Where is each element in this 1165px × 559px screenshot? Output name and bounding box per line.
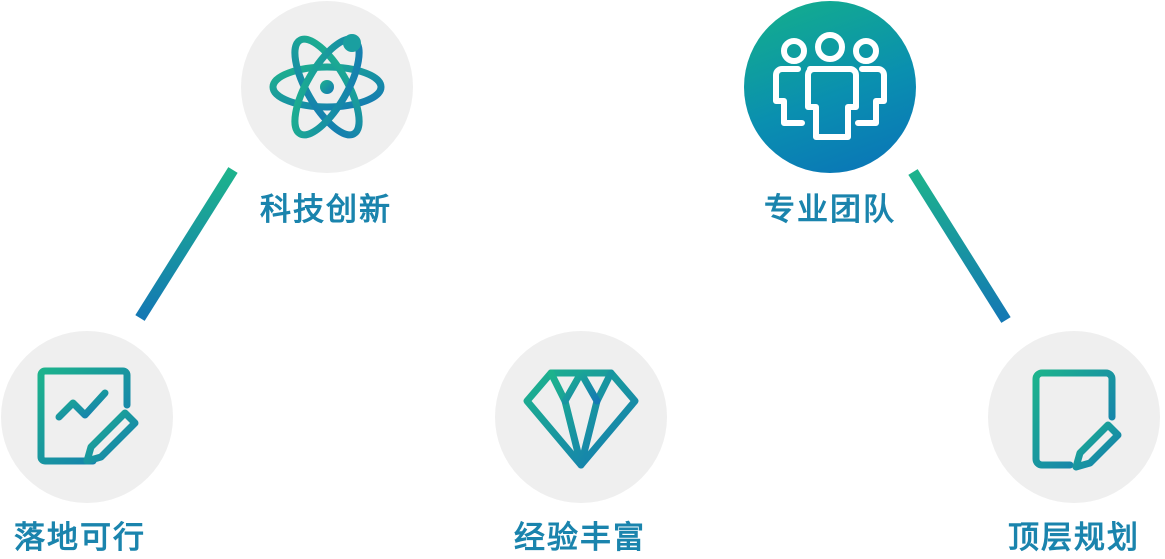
node-practical-circle bbox=[1, 331, 173, 503]
node-tech-circle bbox=[241, 1, 413, 173]
node-practical-label: 落地可行 bbox=[14, 520, 146, 556]
node-team-circle bbox=[744, 1, 916, 173]
team-icon bbox=[773, 32, 887, 140]
node-planning-label: 顶层规划 bbox=[1008, 520, 1140, 556]
document-edit-icon bbox=[1032, 369, 1122, 471]
connector-tech-practical bbox=[135, 167, 238, 321]
node-tech-label: 科技创新 bbox=[260, 192, 392, 228]
node-experience-label: 经验丰富 bbox=[514, 520, 646, 556]
connector-team-planning bbox=[908, 169, 1011, 323]
diamond-icon bbox=[523, 369, 639, 469]
node-team-label: 专业团队 bbox=[764, 192, 896, 228]
node-planning-circle bbox=[988, 331, 1160, 503]
node-experience-circle bbox=[495, 331, 667, 503]
atom-icon bbox=[269, 34, 385, 139]
chart-edit-icon bbox=[37, 367, 139, 465]
